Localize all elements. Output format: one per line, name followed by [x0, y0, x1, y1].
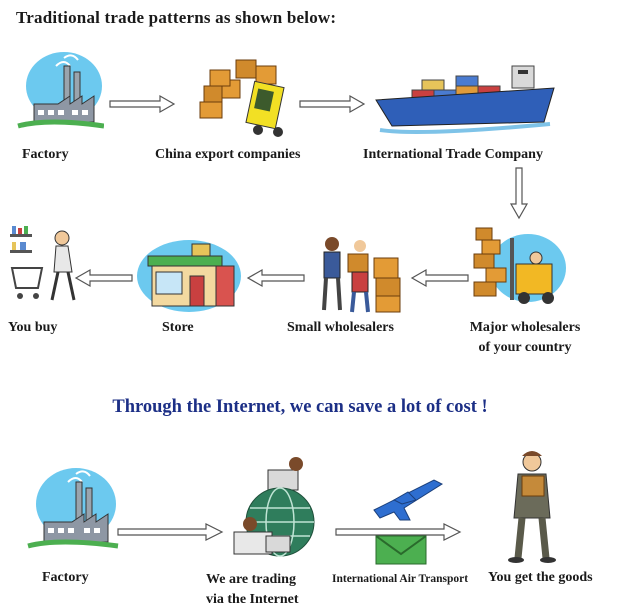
flow-arrow-left: [246, 268, 305, 288]
label-store: Store: [162, 320, 194, 335]
label-trading-line1: We are trading: [206, 572, 296, 587]
shopper-icon: [10, 226, 76, 301]
flow-arrow-left: [74, 268, 133, 288]
flow-arrow-right: [109, 94, 176, 114]
page-title: Traditional trade patterns as shown belo…: [16, 8, 337, 27]
man-with-box-icon: [508, 451, 556, 563]
label-major-wholesalers: Major wholesalers of your country: [466, 318, 584, 358]
label-trading-internet: We are trading via the Internet: [206, 570, 322, 610]
label-factory: Factory: [22, 147, 69, 162]
factory-icon: [17, 52, 104, 129]
label-factory-internet: Factory: [42, 570, 89, 585]
label-major-wholesalers-line1: Major wholesalers: [469, 320, 581, 335]
slogan-heading: Through the Internet, we can save a lot …: [112, 397, 488, 417]
flow-arrow-right: [117, 523, 224, 541]
flow-arrow-down: [509, 167, 529, 220]
label-trading-line2: via the Internet: [206, 592, 299, 607]
export-forklift-icon: [199, 59, 285, 137]
label-air-transport: International Air Transport: [332, 573, 469, 585]
label-get-goods: You get the goods: [488, 570, 593, 585]
label-you-buy: You buy: [8, 320, 58, 335]
workers-icon: [322, 237, 401, 313]
label-major-wholesalers-line2: of your country: [478, 340, 572, 355]
store-icon: [137, 240, 241, 312]
label-small-wholesalers: Small wholesalers: [287, 320, 394, 335]
flow-arrow-right: [299, 94, 366, 114]
factory-icon: [27, 468, 119, 549]
airplane-envelope-icon: [373, 479, 444, 565]
flow-arrow-right: [335, 523, 462, 541]
globe-trading-icon: [233, 457, 315, 557]
label-china-export: China export companies: [155, 147, 301, 162]
flow-arrow-left: [410, 268, 469, 288]
forklift-icon: [473, 227, 566, 304]
label-intl-trade-company: International Trade Company: [363, 147, 543, 162]
cargo-ship-icon: [375, 65, 555, 134]
